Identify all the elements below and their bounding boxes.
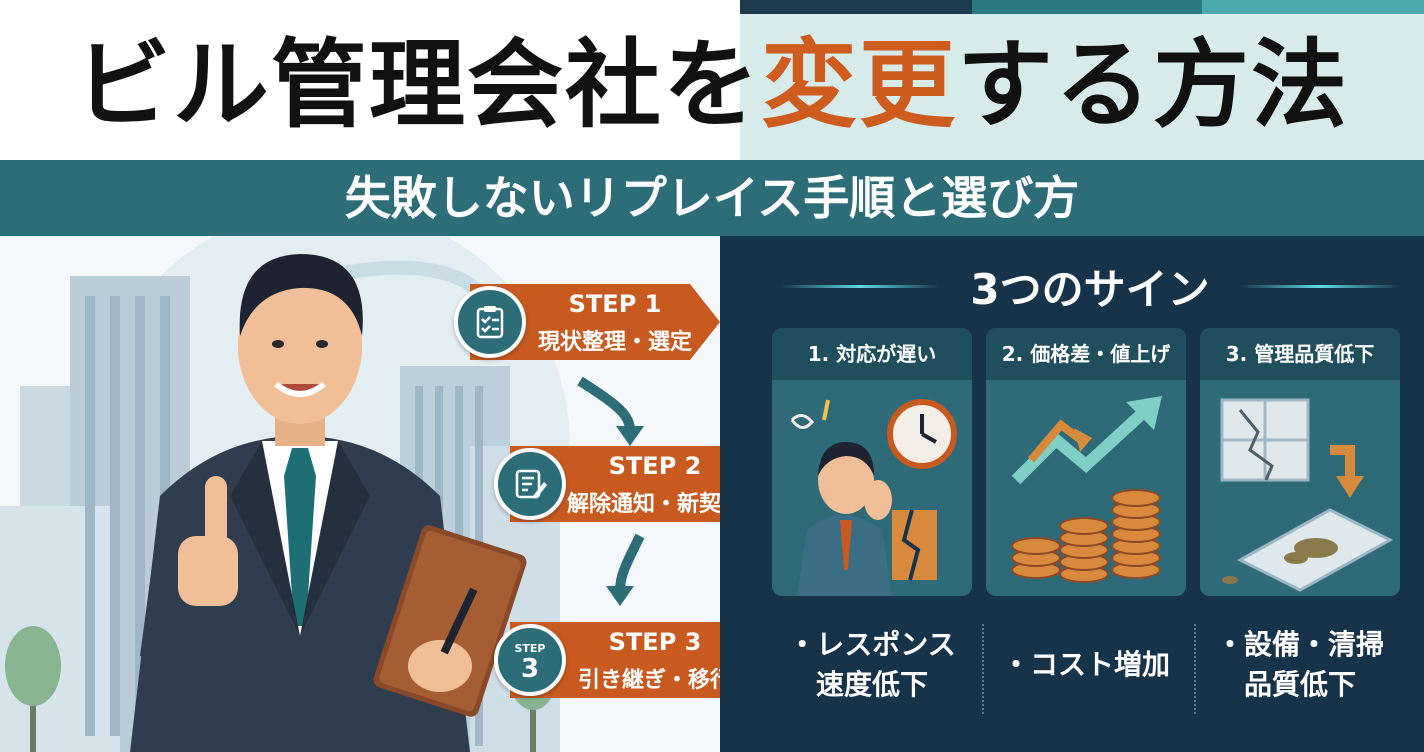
document-pen-icon (494, 448, 566, 520)
header-left-background (0, 0, 740, 160)
step-badge-label: STEP (514, 642, 546, 655)
bullet-line: 品質低下 (1243, 668, 1356, 701)
card-title: 3. 管理品質低下 (1225, 342, 1375, 366)
divider (982, 624, 984, 714)
sign-bullet: ・レスポンス 速度低下 (772, 625, 972, 705)
clipboard-icon (454, 286, 526, 358)
heading-glow-line (1240, 285, 1400, 288)
step-2-text: 解除通知・新契約 (566, 492, 720, 517)
title-accent: 変更 (761, 29, 957, 141)
card-title: 1. 対応が遅い (807, 342, 937, 366)
title-part2: する方法 (957, 29, 1349, 141)
step-1-text: 現状整理・選定 (537, 330, 692, 355)
subtitle-band (0, 160, 1424, 236)
bullet-line: 速度低下 (815, 668, 928, 701)
divider (1194, 624, 1196, 714)
signs-heading: 3つのサイン (970, 265, 1210, 314)
sign-card-price-increase: 2. 価格差・値上げ (986, 328, 1186, 596)
card-title: 2. 価格差・値上げ (1001, 342, 1171, 366)
businessman-illustration (0, 236, 645, 752)
header-strip (1202, 0, 1424, 14)
cracked-tile-icon (1200, 380, 1400, 596)
heading-glow-line (780, 285, 940, 288)
sign-bullet: ・設備・清掃 品質低下 (1200, 625, 1400, 705)
card-header (772, 328, 972, 380)
bullet-line: ・コスト増加 (1001, 648, 1170, 681)
header-strip (972, 0, 1202, 14)
step-1-label: STEP 1 (568, 290, 662, 318)
tired-man-clock-icon (772, 380, 972, 596)
sign-card-quality-decline: 3. 管理品質低下 (1200, 328, 1400, 596)
main-title: ビル管理会社を変更する方法 (0, 22, 1424, 148)
bullet-line: ・レスポンス (788, 628, 956, 661)
step-number-badge: STEP 3 (494, 624, 566, 696)
illustration-panel: STEP 1 現状整理・選定 STEP 2 解除通知・新契約 STEP 3 引き… (0, 236, 720, 752)
step-3-text: 引き継ぎ・移行 (577, 668, 720, 693)
card-header (1200, 328, 1400, 380)
step-2-label: STEP 2 (608, 452, 702, 480)
card-header (986, 328, 1186, 380)
thumbs-up-icon (178, 476, 238, 606)
sign-bullet: ・コスト増加 (986, 645, 1186, 685)
rising-cost-coins-icon (986, 380, 1186, 596)
subtitle: 失敗しないリプレイス手順と選び方 (344, 171, 1080, 225)
header-strip (740, 0, 972, 14)
sign-card-slow-response: 1. 対応が遅い (772, 328, 972, 596)
bullet-line: ・設備・清掃 (1215, 628, 1384, 661)
step-badge-number: 3 (520, 654, 540, 684)
header-right-background (740, 0, 1424, 160)
step-3-label: STEP 3 (608, 628, 702, 656)
title-part1: ビル管理会社を (75, 29, 761, 141)
